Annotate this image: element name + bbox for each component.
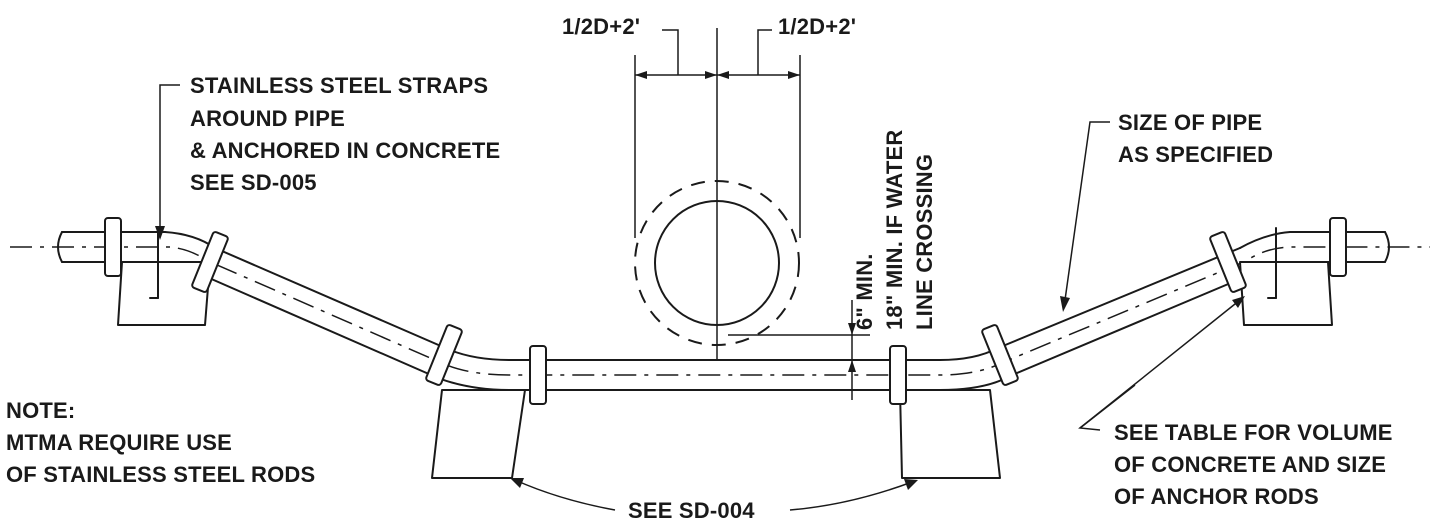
straps-label-line1: STAINLESS STEEL STRAPS xyxy=(190,73,488,98)
note-label-line1: NOTE: xyxy=(6,398,75,423)
straps-label-line2: AROUND PIPE xyxy=(190,106,345,131)
pipe-size-label-line2: AS SPECIFIED xyxy=(1118,142,1273,167)
clearance-dimension xyxy=(728,300,870,400)
sd004-label: SEE SD-004 xyxy=(628,498,755,523)
pipe-flanges xyxy=(104,217,1347,405)
strap-anchor-symbols xyxy=(149,227,1277,299)
clearance-label-line3: LINE CROSSING xyxy=(912,154,937,330)
thrust-blocks xyxy=(117,261,1333,479)
pipe-size-label-line1: SIZE OF PIPE xyxy=(1118,110,1262,135)
note-label-line2: MTMA REQUIRE USE xyxy=(6,430,232,455)
drawing-labels: 1/2D+2' 1/2D+2' STAINLESS STEEL STRAPS A… xyxy=(6,14,1393,523)
water-crossing-label-group: 18" MIN. IF WATER xyxy=(882,130,907,330)
leader-lines xyxy=(155,84,1245,511)
straps-label-line4: SEE SD-005 xyxy=(190,170,317,195)
right-lower-thrust-block xyxy=(899,389,1001,479)
note-label-line3: OF STAINLESS STEEL RODS xyxy=(6,462,315,487)
line-crossing-label-group: LINE CROSSING xyxy=(912,154,937,330)
dim-right-label: 1/2D+2' xyxy=(778,14,856,39)
clearance-label-group: 6" MIN. xyxy=(852,253,877,330)
straps-label-line3: & ANCHORED IN CONCRETE xyxy=(190,138,500,163)
table-label-line3: OF ANCHOR RODS xyxy=(1114,484,1319,509)
table-label-line1: SEE TABLE FOR VOLUME xyxy=(1114,420,1393,445)
left-lower-thrust-block xyxy=(431,389,526,479)
crossing-pipe xyxy=(634,28,801,360)
clearance-label-line2: 18" MIN. IF WATER xyxy=(882,130,907,330)
left-upper-thrust-block xyxy=(117,261,211,326)
dim-left-label: 1/2D+2' xyxy=(562,14,640,39)
clearance-label-line1: 6" MIN. xyxy=(852,253,877,330)
table-label-line2: OF CONCRETE AND SIZE xyxy=(1114,452,1386,477)
right-upper-thrust-block xyxy=(1239,261,1333,326)
